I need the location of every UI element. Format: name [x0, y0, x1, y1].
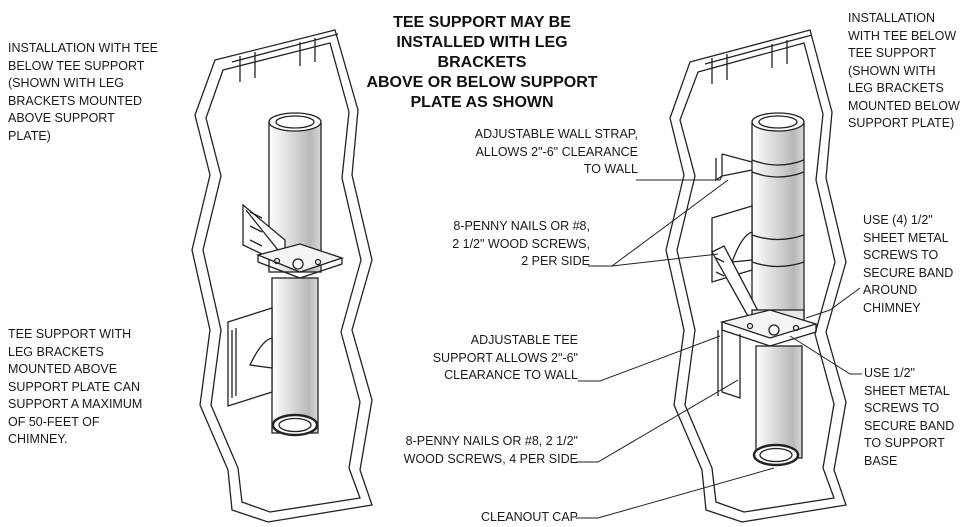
left-tee-plate: [227, 307, 273, 407]
callout-nails-4-per-side: 8-PENNY NAILS OR #8, 2 1/2" WOOD SCREWS,…: [403, 434, 578, 466]
left-caption-bottom: TEE SUPPORT WITH LEG BRACKETS MOUNTED AB…: [8, 327, 143, 446]
callout-screws-band-chimney: USE (4) 1/2" SHEET METAL SCREWS TO SECUR…: [863, 213, 954, 315]
left-lower-pipe: [271, 277, 319, 434]
callout-nails-2-per-side: 8-PENNY NAILS OR #8, 2 1/2" WOOD SCREWS,…: [452, 219, 590, 268]
callout-screws-band-base: USE 1/2" SHEET METAL SCREWS TO SECURE BA…: [864, 366, 955, 468]
callout-cleanout-cap: CLEANOUT CAP: [480, 510, 578, 524]
left-wall-panel: [191, 29, 373, 523]
right-caption-top: INSTALLATION WITH TEE BELOW TEE SUPPORT …: [848, 11, 960, 130]
right-assembly: [665, 29, 847, 523]
right-wall-strap: [715, 153, 753, 182]
right-lower-pipe: [755, 345, 803, 459]
callout-wall-strap: ADJUSTABLE WALL STRAP, ALLOWS 2"-6" CLEA…: [474, 127, 638, 176]
right-upper-pipe: [751, 121, 805, 323]
callout-adjustable-tee-support: ADJUSTABLE TEE SUPPORT ALLOWS 2"-6" CLEA…: [432, 333, 578, 382]
diagram-title: TEE SUPPORT MAY BE INSTALLED WITH LEG BR…: [366, 14, 598, 111]
leader-lines: [576, 175, 862, 519]
left-assembly: [191, 29, 373, 523]
left-caption-top: INSTALLATION WITH TEE BELOW TEE SUPPORT …: [8, 41, 159, 143]
